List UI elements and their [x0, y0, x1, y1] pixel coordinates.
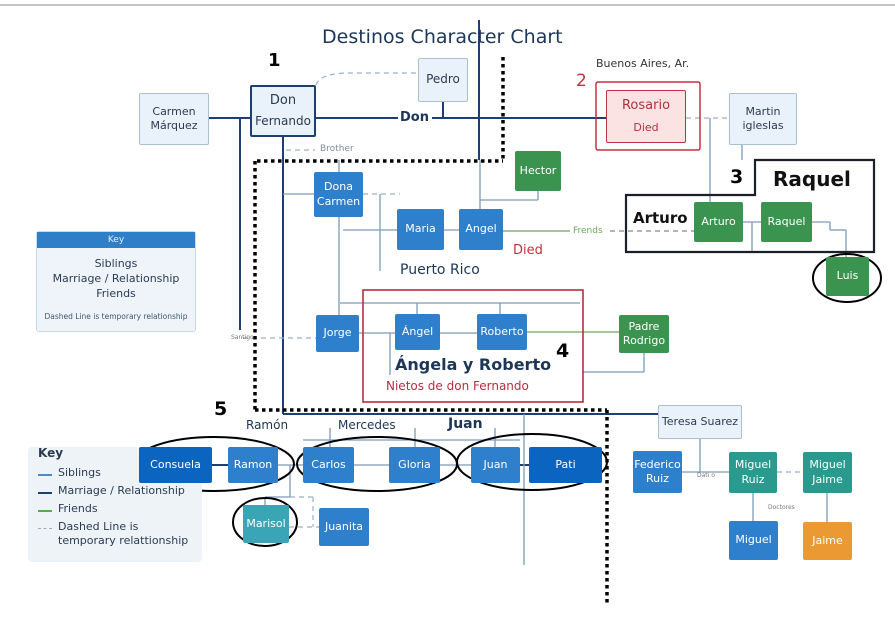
legend-top: Key Siblings Marriage / Relationship Fri…	[36, 231, 196, 332]
node-jaime: Jaime	[803, 522, 852, 560]
juan-label: Juan	[448, 416, 483, 432]
puerto-rico-label: Puerto Rico	[400, 262, 480, 278]
legend-bottom-siblings: Siblings	[58, 466, 101, 479]
doctores-label: Doctores	[768, 504, 795, 511]
dashed-swatch	[38, 528, 52, 529]
legend-bottom-dashed: Dashed Line is temporary relattionship	[58, 520, 189, 547]
legend-top-header: Key	[37, 232, 195, 248]
node-martin-iglesias: Martin igleslas	[729, 93, 797, 145]
marker-2: 2	[576, 71, 587, 91]
marriage-swatch	[38, 492, 52, 494]
marker-3: 3	[730, 166, 744, 188]
rosario-name: Rosario	[621, 97, 671, 113]
ramon-label: Ramón	[246, 418, 289, 432]
raquel-group-label: Raquel	[773, 167, 851, 191]
node-juanita: Juanita	[319, 508, 369, 546]
node-ramon: Ramon	[228, 447, 278, 483]
friends-line-label: Frends	[573, 226, 603, 236]
node-jorge: Jorge	[316, 315, 359, 352]
node-teresa-suarez: Teresa Suarez	[658, 405, 742, 439]
buenos-aires-label: Buenos Aires, Ar.	[596, 57, 690, 70]
node-juan: Juan	[471, 447, 520, 483]
friends-swatch	[38, 510, 52, 512]
legend-bottom-header: Key	[38, 446, 64, 460]
node-maria: Maria	[397, 209, 444, 250]
node-pedro: Pedro	[418, 58, 468, 102]
marker-5: 5	[214, 398, 228, 420]
node-arturo: Arturo	[694, 202, 743, 242]
node-hector: Hector	[515, 151, 561, 191]
died-label: Died	[513, 243, 543, 258]
siblings-swatch	[38, 474, 52, 476]
don-fernando-line2: Fernando	[255, 113, 311, 128]
node-pati: Pati	[529, 447, 602, 483]
node-gloria: Gloria	[389, 447, 440, 483]
node-angel: Angel	[459, 209, 503, 250]
dating-label: Dati o	[697, 472, 715, 479]
don-fernando-line1: Don	[269, 92, 297, 108]
node-roberto: Roberto	[477, 314, 527, 350]
legend-top-siblings: Siblings	[94, 257, 138, 270]
nietos-label: Nietos de don Fernando	[386, 379, 529, 393]
node-miguel: Miguel	[729, 521, 778, 560]
node-raquel: Raquel	[761, 202, 812, 242]
node-marisol: Marisol	[243, 505, 289, 543]
legend-bottom-marriage: Marriage / Relationship	[58, 484, 185, 497]
legend-top-friends: Friends	[96, 287, 136, 300]
node-miguel-ruiz: Miguel Ruiz	[729, 452, 777, 493]
arturo-group-label: Arturo	[633, 209, 688, 227]
node-carlos: Carlos	[303, 447, 354, 483]
don-label: Don	[400, 110, 429, 125]
legend-top-dashed: Dashed Line is temporary relationship	[44, 312, 188, 321]
node-luis: Luis	[826, 257, 869, 296]
legend-top-marriage: Marriage / Relationship	[52, 272, 180, 285]
legend-bottom-friends: Friends	[58, 502, 98, 515]
dotted-boundary	[253, 57, 609, 603]
rosario-died: Died	[633, 120, 659, 134]
marker-4: 4	[556, 340, 570, 362]
chart-title: Destinos Character Chart	[322, 26, 563, 48]
node-angel-2: Ángel	[395, 314, 440, 350]
node-padre-rodrigo: Padre Rodrigo	[619, 315, 669, 353]
angela-roberto-label: Ángela y Roberto	[395, 355, 552, 374]
mercedes-label: Mercedes	[338, 418, 396, 432]
node-carmen-marquez: Carmen Márquez	[139, 93, 209, 145]
santiago-label: Santigo	[231, 334, 254, 341]
brother-label: Brother	[320, 144, 354, 154]
node-consuela: Consuela	[139, 447, 212, 483]
node-dona-carmen: Dona Carmen	[314, 172, 363, 217]
marker-1: 1	[268, 50, 281, 71]
node-federico-ruiz: Federico Ruiz	[633, 451, 682, 493]
node-miguel-jaime: Miguel Jaime	[803, 452, 852, 493]
